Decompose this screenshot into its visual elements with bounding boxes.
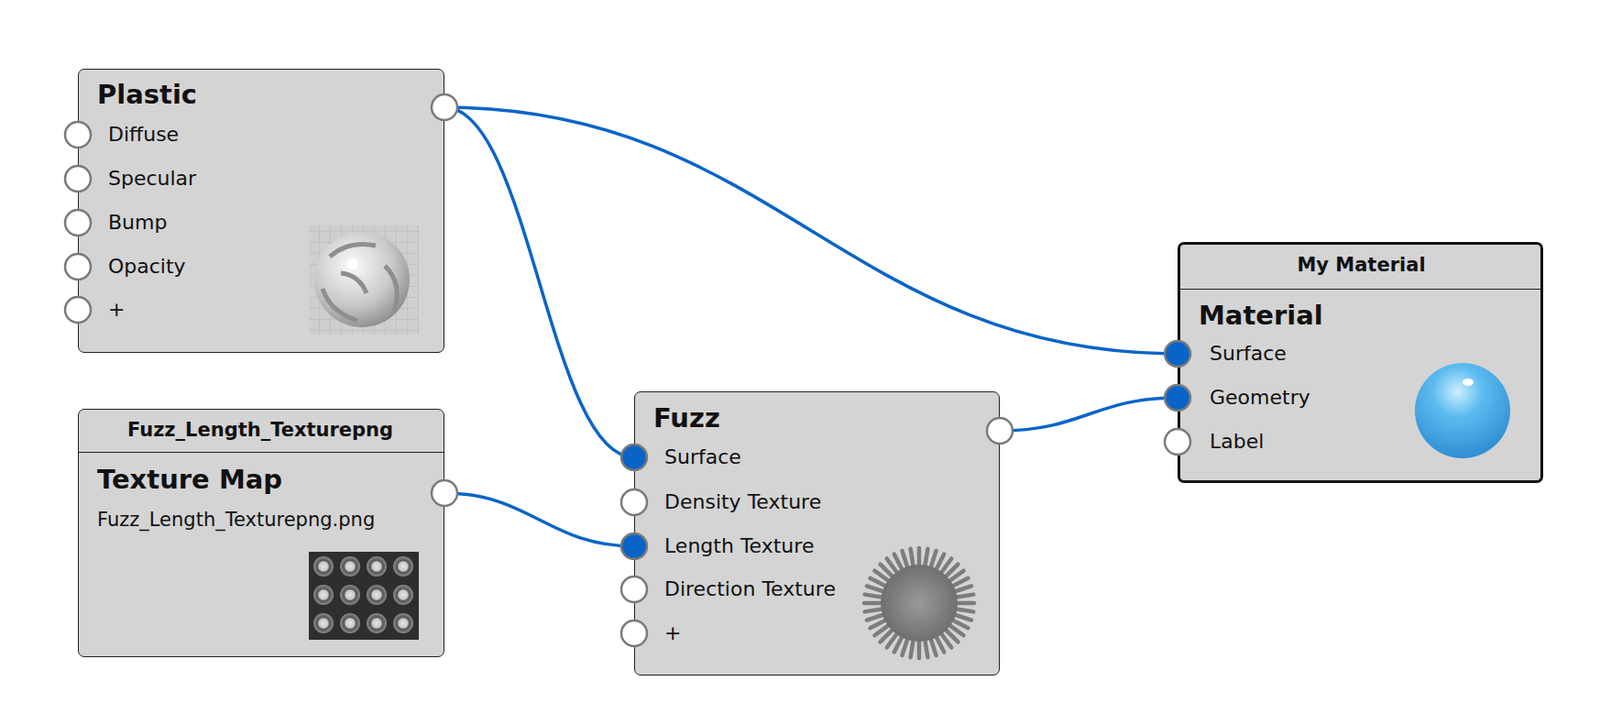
port-label: + xyxy=(108,297,125,322)
connector xyxy=(444,493,635,547)
port-label: Specular xyxy=(108,166,197,191)
port-label: Length Texture xyxy=(664,534,814,559)
port-label: Surface xyxy=(664,445,742,470)
port-label: Bump xyxy=(108,210,167,235)
connector xyxy=(444,107,635,458)
node-title: Fuzz xyxy=(653,402,721,435)
port-label: Texture Map xyxy=(97,463,283,496)
shader-node: FuzzSurfaceDensity TextureLength Texture… xyxy=(634,391,1000,676)
node-title: Fuzz_Length_Texturepng xyxy=(127,418,394,442)
port-label: Fuzz_Length_Texturepng.png xyxy=(97,508,375,532)
connector xyxy=(999,397,1178,431)
port-label: Diffuse xyxy=(108,122,179,147)
port-label: Opacity xyxy=(108,254,187,279)
node-title: My Material xyxy=(1296,253,1425,277)
connector xyxy=(444,107,1178,354)
port-label: + xyxy=(664,621,681,646)
port-label: Surface xyxy=(1209,341,1287,366)
shader-node: Fuzz_Length_TexturepngTexture MapFuzz_Le… xyxy=(77,408,445,658)
port-label: Geometry xyxy=(1209,385,1311,410)
port-label: Direction Texture xyxy=(664,577,836,602)
port-label: Material xyxy=(1198,299,1324,332)
port-label: Density Texture xyxy=(664,490,822,515)
shader-node: My MaterialMaterialSurfaceGeometryLabel xyxy=(1177,241,1544,483)
shader-node: PlasticDiffuseSpecularBumpOpacity + xyxy=(77,68,445,353)
port-label: Label xyxy=(1209,429,1264,454)
node-title: Plastic xyxy=(97,78,198,111)
